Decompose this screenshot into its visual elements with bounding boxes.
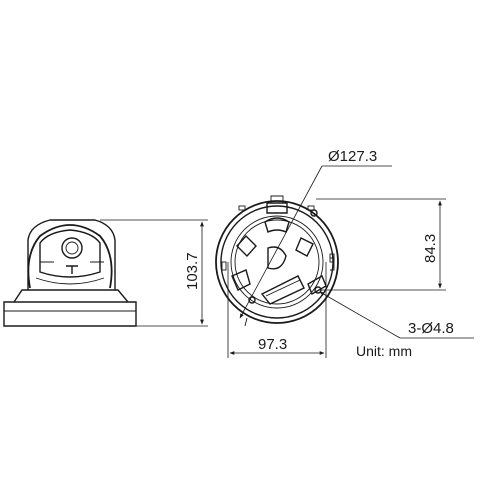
horizontal-spacing-label: 97.3: [258, 336, 287, 353]
mount-hole-dimension: 3-Ø4.8: [319, 291, 474, 339]
side-view: [3, 219, 137, 327]
diameter-label: Ø127.3: [328, 148, 377, 165]
vertical-spacing-label: 84.3: [422, 234, 439, 263]
base-view: [215, 195, 339, 327]
unit-label: Unit: mm: [356, 343, 412, 359]
diameter-dimension: Ø127.3: [239, 148, 392, 319]
vertical-spacing-dimension: 84.3: [316, 198, 446, 291]
height-label: 103.7: [184, 252, 201, 290]
mount-hole-label: 3-Ø4.8: [408, 320, 454, 337]
height-dimension: 103.7: [100, 219, 208, 327]
horizontal-spacing-dimension: 97.3: [227, 262, 327, 358]
